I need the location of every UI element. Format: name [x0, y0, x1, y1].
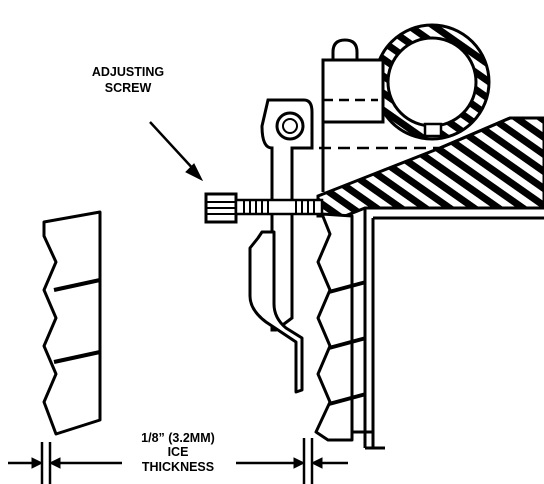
tube-cap [331, 38, 359, 62]
adjusting-screw [204, 192, 324, 224]
left-ice-slab [42, 210, 102, 436]
tube-notch [423, 122, 443, 138]
tube-clamp-block [321, 58, 385, 124]
adjusting-screw-label-line2: SCREW [105, 81, 152, 95]
left-ice-grid-lines [53, 278, 101, 364]
screw-shaft [234, 198, 324, 216]
thickness-label-line1: 1/8” (3.2MM) [141, 431, 215, 445]
screw-head-knurl [206, 201, 236, 215]
pointer-arrowhead [185, 163, 204, 182]
pivot-circle-inner [282, 118, 298, 134]
dimension-arrowheads [31, 457, 323, 469]
evaporator-frame [348, 206, 544, 450]
thickness-label-line2: ICE [168, 445, 189, 459]
thickness-label-line3: THICKNESS [142, 460, 214, 474]
adjusting-screw-label-line1: ADJUSTING [92, 65, 164, 79]
right-ice-slab [314, 212, 354, 442]
adjusting-screw-pointer [149, 121, 204, 182]
screw-threads [243, 200, 315, 214]
right-ice-grid-lines [328, 280, 367, 406]
evaporator-tube [300, 23, 491, 192]
tube-inner-bore [386, 36, 478, 128]
left-dimension-marker [8, 438, 348, 484]
pointer-line [149, 121, 197, 173]
ice-thickness-probe [248, 230, 304, 394]
plate-top-strip [439, 116, 544, 150]
